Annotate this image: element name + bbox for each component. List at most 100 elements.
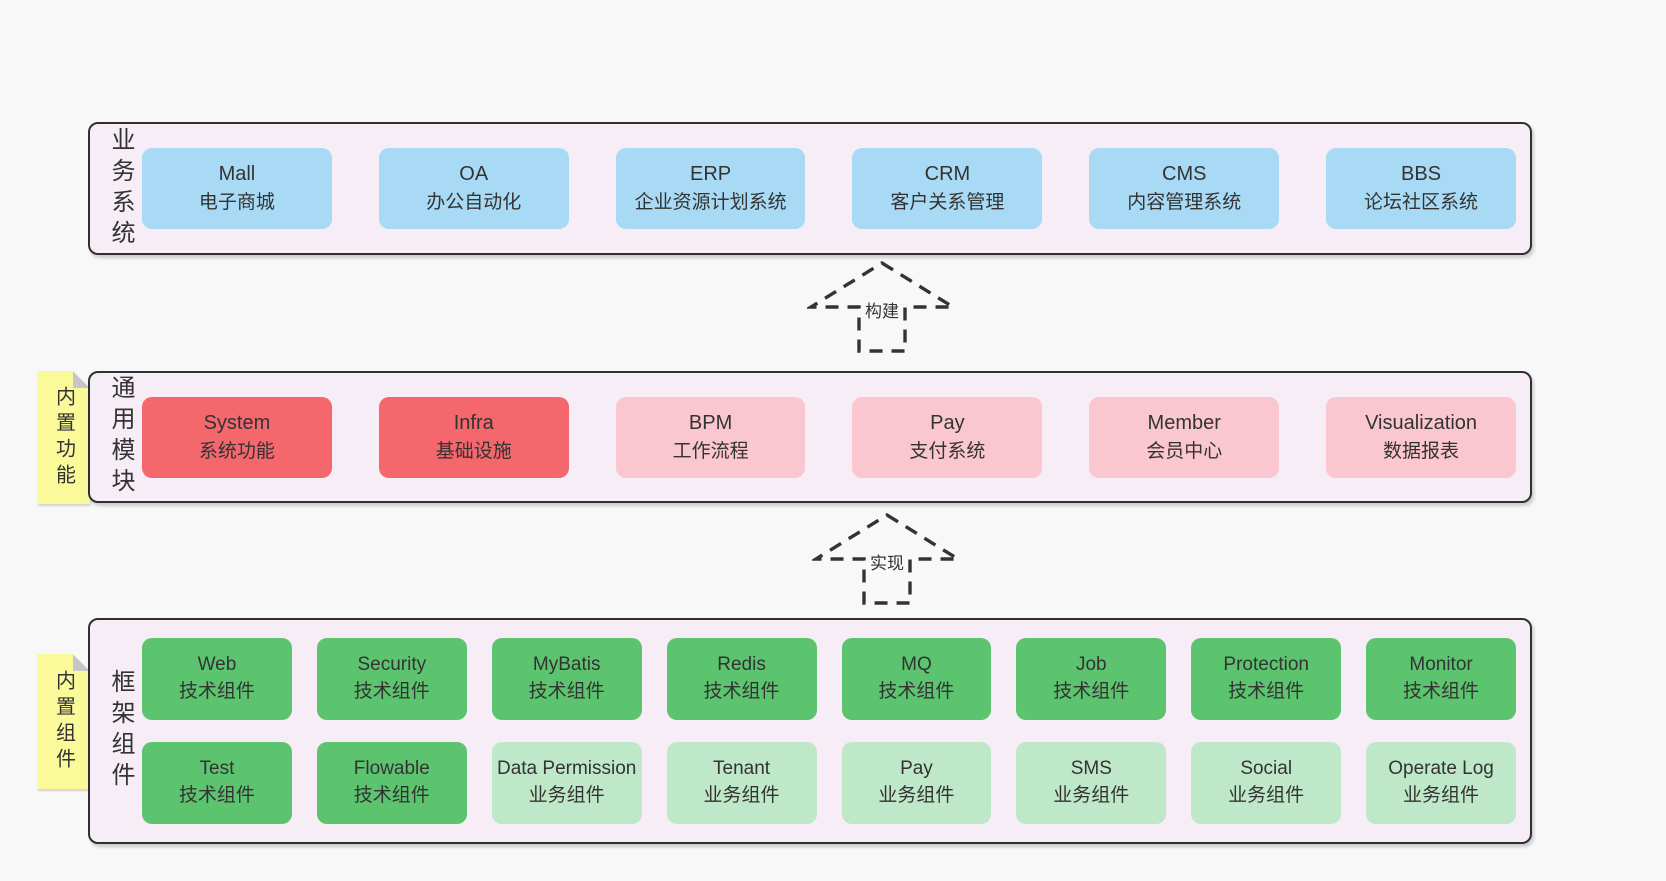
box-oa: OA 办公自动化	[378, 148, 569, 229]
box-pay-biz: Pay 业务组件	[841, 742, 992, 824]
business-boxes: Mall 电子商城 OA 办公自动化 ERP 企业资源计划系统 CRM 客户关系…	[142, 148, 1516, 229]
box-redis: Redis 技术组件	[666, 638, 817, 720]
box-job: Job 技术组件	[1016, 638, 1167, 720]
box-title: System	[203, 411, 271, 434]
band-business-systems: 业务系统 Mall 电子商城 OA 办公自动化 ERP 企业资源计划系统 CRM…	[88, 122, 1532, 255]
box-subtitle: 业务组件	[528, 785, 605, 806]
box-test: Test 技术组件	[142, 742, 292, 824]
box-title: Mall	[218, 163, 256, 186]
box-title: CRM	[924, 163, 971, 186]
box-subtitle: 支付系统	[909, 440, 986, 462]
box-mq: MQ 技术组件	[841, 638, 992, 720]
box-title: Job	[1075, 654, 1107, 676]
band-label-business-systems: 业务系统	[107, 126, 134, 251]
box-tenant: Tenant 业务组件	[666, 742, 817, 824]
box-flowable: Flowable 技术组件	[316, 742, 467, 824]
box-title: OA	[459, 163, 489, 186]
box-subtitle: 技术组件	[1228, 681, 1305, 702]
box-title: Test	[199, 758, 235, 780]
box-title: Infra	[453, 411, 494, 434]
sticky-built-in-components: 内置组件	[37, 654, 90, 789]
component-row-biz: Test 技术组件 Flowable 技术组件 Data Permission …	[142, 742, 1516, 824]
box-subtitle: 内容管理系统	[1127, 192, 1242, 214]
box-title: Tenant	[713, 758, 771, 780]
box-bbs: BBS 论坛社区系统	[1326, 148, 1516, 229]
box-subtitle: 工作流程	[672, 440, 749, 462]
box-web: Web 技术组件	[142, 638, 292, 720]
box-subtitle: 系统功能	[198, 440, 275, 462]
box-security: Security 技术组件	[316, 638, 467, 720]
box-subtitle: 技术组件	[703, 681, 780, 702]
box-subtitle: 业务组件	[878, 785, 955, 806]
arrow-implement-label: 实现	[867, 549, 907, 574]
box-title: MyBatis	[532, 654, 601, 676]
box-subtitle: 业务组件	[703, 785, 780, 806]
box-title: Data Permission	[496, 758, 637, 780]
box-subtitle: 办公自动化	[426, 192, 522, 214]
box-title: Pay	[900, 758, 933, 780]
box-subtitle: 技术组件	[1053, 681, 1130, 702]
box-title: SMS	[1070, 758, 1112, 780]
box-subtitle: 技术组件	[353, 785, 430, 806]
box-subtitle: 论坛社区系统	[1364, 192, 1479, 214]
box-member: Member 会员中心	[1089, 396, 1280, 478]
box-subtitle: 企业资源计划系统	[634, 192, 787, 214]
box-mybatis: MyBatis 技术组件	[491, 638, 642, 720]
box-subtitle: 技术组件	[178, 681, 255, 702]
box-title: MQ	[901, 654, 932, 676]
sticky-label: 内置功能	[52, 385, 75, 490]
box-subtitle: 客户关系管理	[890, 192, 1005, 214]
box-subtitle: 技术组件	[178, 785, 255, 806]
component-rows: Web 技术组件 Security 技术组件 MyBatis 技术组件 Redi…	[142, 638, 1516, 824]
box-subtitle: 数据报表	[1383, 440, 1460, 462]
box-title: Flowable	[353, 758, 430, 780]
box-data-permission: Data Permission 业务组件	[491, 742, 642, 824]
box-visualization: Visualization 数据报表	[1326, 396, 1516, 478]
box-subtitle: 业务组件	[1403, 785, 1480, 806]
arrow-build: 构建	[807, 260, 957, 354]
box-erp: ERP 企业资源计划系统	[615, 148, 806, 229]
arrow-build-label: 构建	[862, 297, 902, 322]
box-protection: Protection 技术组件	[1191, 638, 1342, 720]
box-monitor: Monitor 技术组件	[1366, 638, 1516, 720]
box-title: BBS	[1401, 163, 1442, 186]
box-title: Monitor	[1409, 654, 1473, 676]
band-label-common-modules: 通用模块	[107, 375, 134, 499]
box-subtitle: 会员中心	[1146, 440, 1223, 462]
box-subtitle: 业务组件	[1053, 785, 1130, 806]
sticky-label: 内置组件	[52, 669, 75, 774]
sticky-built-in-features: 内置功能	[37, 371, 90, 504]
dashed-up-arrow-icon	[812, 513, 962, 605]
box-infra: Infra 基础设施	[378, 396, 569, 478]
box-subtitle: 业务组件	[1228, 785, 1305, 806]
box-title: BPM	[688, 411, 733, 434]
box-title: CMS	[1162, 163, 1207, 186]
box-title: Visualization	[1365, 411, 1478, 434]
box-title: Social	[1240, 758, 1293, 780]
dashed-up-arrow-icon	[807, 261, 957, 353]
band-framework-components: 框架组件 Web 技术组件 Security 技术组件 MyBatis 技术组件…	[88, 618, 1532, 844]
box-subtitle: 技术组件	[878, 681, 955, 702]
component-row-tech: Web 技术组件 Security 技术组件 MyBatis 技术组件 Redi…	[142, 638, 1516, 720]
box-title: Security	[357, 654, 427, 676]
arrow-implement: 实现	[812, 512, 962, 606]
box-title: ERP	[690, 163, 732, 186]
box-title: Pay	[930, 411, 965, 434]
box-title: Protection	[1223, 654, 1309, 676]
box-title: Operate Log	[1388, 758, 1494, 780]
box-subtitle: 技术组件	[528, 681, 605, 702]
box-system: System 系统功能	[142, 396, 332, 478]
box-title: Web	[197, 654, 237, 676]
box-subtitle: 基础设施	[435, 440, 512, 462]
box-cms: CMS 内容管理系统	[1089, 148, 1280, 229]
box-sms: SMS 业务组件	[1016, 742, 1167, 824]
band-label-framework-components: 框架组件	[107, 669, 134, 793]
box-pay: Pay 支付系统	[852, 396, 1043, 478]
box-title: Redis	[717, 654, 766, 676]
box-bpm: BPM 工作流程	[615, 396, 806, 478]
box-subtitle: 电子商城	[198, 192, 275, 214]
box-subtitle: 技术组件	[1403, 681, 1480, 702]
band-common-modules: 通用模块 System 系统功能 Infra 基础设施 BPM 工作流程 Pay…	[88, 371, 1532, 503]
box-subtitle: 技术组件	[353, 681, 430, 702]
